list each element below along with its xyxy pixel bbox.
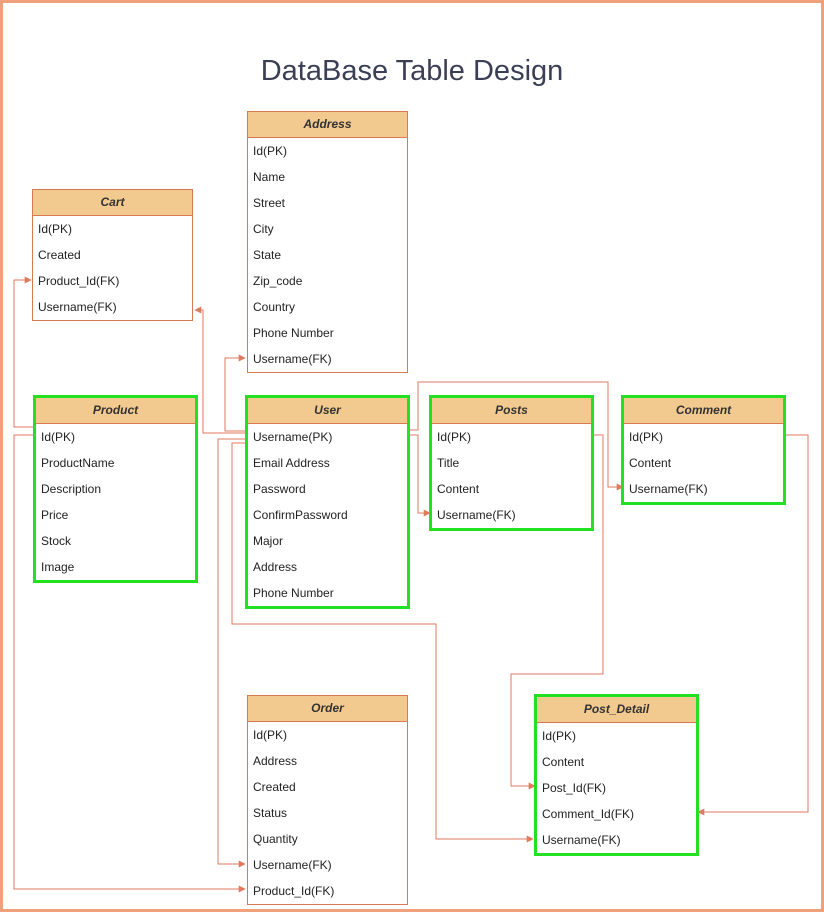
table-field: Username(PK) [253, 430, 333, 444]
table-field: ProductName [41, 456, 115, 470]
connector-user-to-posts [406, 434, 431, 517]
table-field: Country [253, 300, 296, 314]
table-field: City [253, 222, 274, 236]
table-field: Price [41, 508, 69, 522]
table-field: State [253, 248, 282, 262]
table-field: Title [437, 456, 460, 470]
table-field: Address [253, 560, 298, 574]
table-field: Created [38, 248, 81, 262]
connector-product-to-order [13, 434, 246, 893]
table-field: Id(PK) [542, 729, 577, 743]
table-header: Cart [33, 190, 192, 216]
table-field: Address [253, 754, 298, 768]
table-field: Username(FK) [253, 858, 332, 872]
relationship-connectors [13, 276, 809, 893]
connector-user-to-post-detail [231, 442, 534, 843]
connector-comment-to-post-detail [697, 434, 809, 816]
table-field: ConfirmPassword [253, 508, 348, 522]
connector-product-to-cart [13, 276, 38, 428]
table-field: Username(FK) [629, 482, 708, 496]
table-field: Phone Number [253, 586, 334, 600]
connector-user-to-order [217, 438, 248, 868]
table-field: Street [253, 196, 286, 210]
table-field: Id(PK) [437, 430, 472, 444]
table-field: Username(FK) [437, 508, 516, 522]
table-field: Id(PK) [253, 728, 288, 742]
table-field: Username(FK) [38, 300, 117, 314]
connector-user-to-comment [406, 381, 624, 491]
table-field: Quantity [253, 832, 298, 846]
connector-user-to-cart [194, 306, 248, 434]
table-field: Description [41, 482, 102, 496]
table-field: Content [437, 482, 480, 496]
connector-posts-to-post-detail [510, 434, 604, 790]
table-field: Stock [41, 534, 72, 548]
table-header: Post_Detail [537, 697, 696, 723]
table-field: Zip_code [253, 274, 303, 288]
table-header: Posts [432, 398, 591, 424]
table-field: Content [542, 755, 585, 769]
table-field: Name [253, 170, 286, 184]
table-field: Major [253, 534, 284, 548]
table-header: Order [248, 696, 407, 722]
table-field: Product_Id(FK) [253, 884, 335, 898]
diagram-title: DataBase Table Design [260, 55, 564, 87]
table-field: Email Address [253, 456, 330, 470]
table-header: User [248, 398, 407, 424]
table-field: Comment_Id(FK) [542, 807, 635, 821]
table-field: Id(PK) [38, 222, 73, 236]
table-field: Product_Id(FK) [38, 274, 120, 288]
table-field: Id(PK) [41, 430, 76, 444]
table-field: Password [253, 482, 306, 496]
table-field: Username(FK) [253, 352, 332, 366]
connector-user-to-address [224, 354, 248, 432]
table-header: Product [36, 398, 195, 424]
table-field: Id(PK) [253, 144, 288, 158]
table-field: Post_Id(FK) [542, 781, 607, 795]
table-field: Id(PK) [629, 430, 664, 444]
table-field: Created [253, 780, 296, 794]
table-field: Content [629, 456, 672, 470]
table-header: Address [248, 112, 407, 138]
table-field: Phone Number [253, 326, 334, 340]
table-field: Username(FK) [542, 833, 621, 847]
table-header: Comment [624, 398, 783, 424]
table-field: Status [253, 806, 288, 820]
table-field: Image [41, 560, 75, 574]
